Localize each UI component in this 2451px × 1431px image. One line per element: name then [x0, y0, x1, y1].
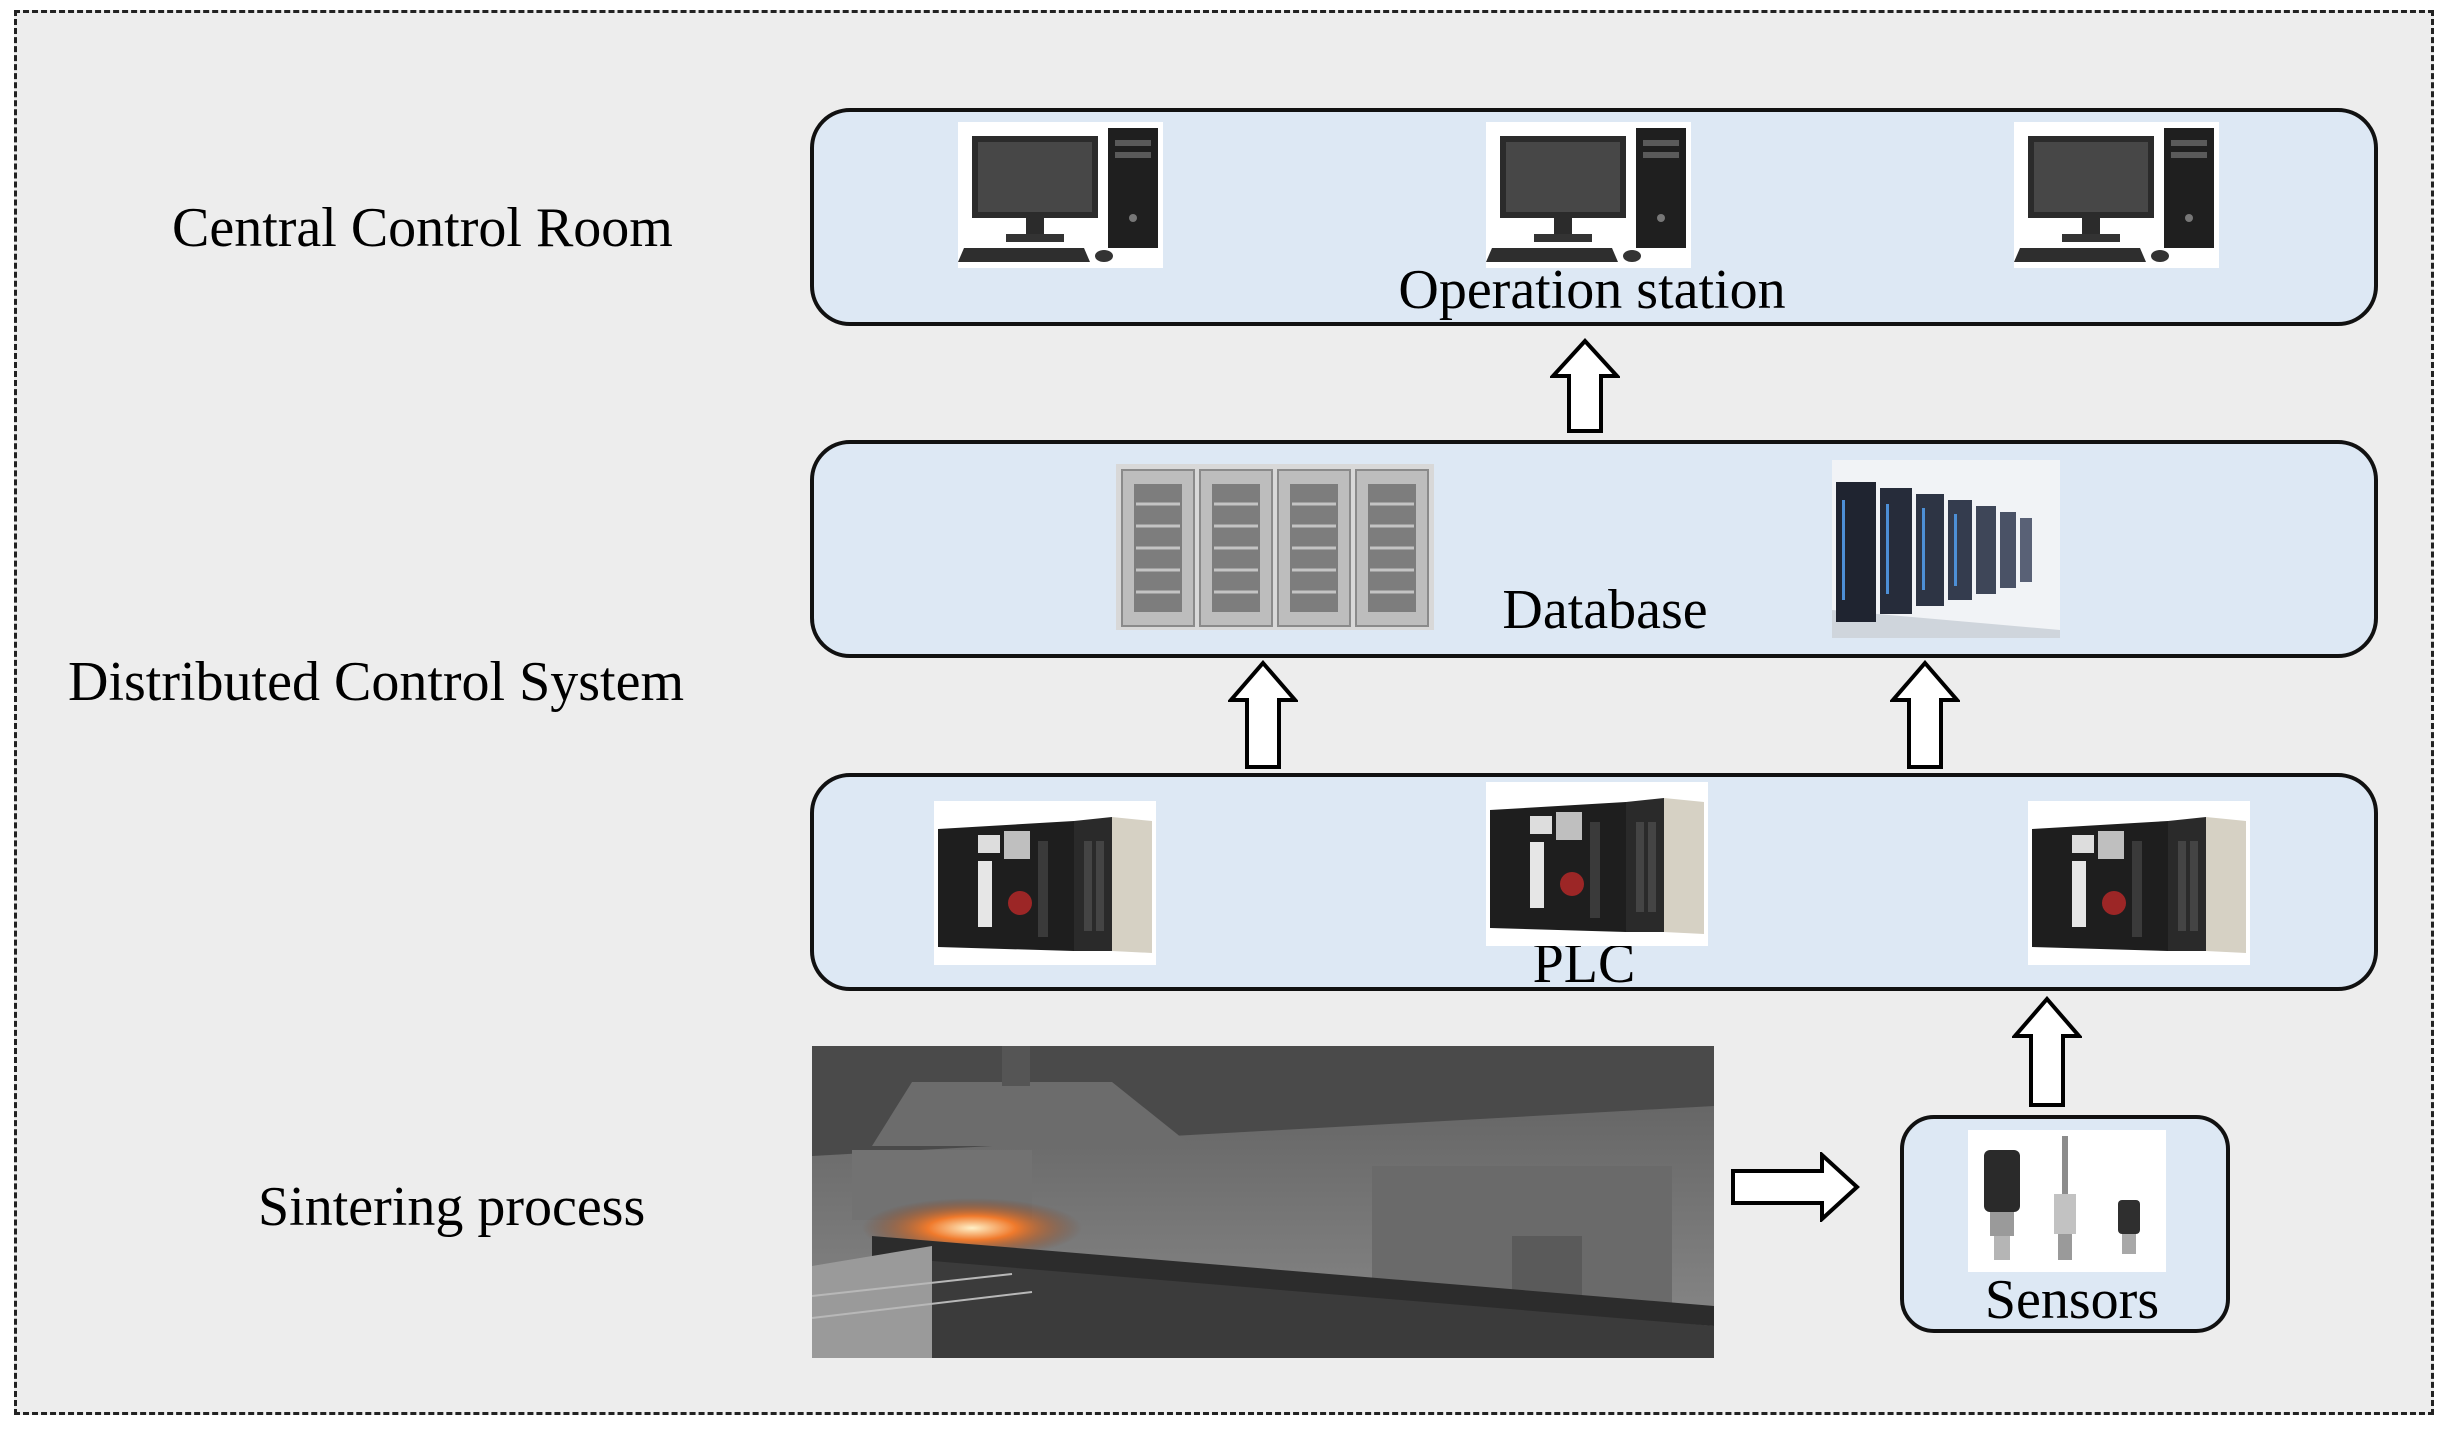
tier-label-distributed-control-system: Distributed Control System: [68, 651, 684, 713]
server-rack-icon: [1832, 460, 2060, 638]
plc-module-icon: [1486, 782, 1708, 946]
sintering-machine-photo: [812, 1046, 1714, 1358]
hollow-arrow-icon: [1731, 1152, 1860, 1222]
tier-label-central-control-room: Central Control Room: [172, 197, 673, 259]
tier-label-sintering-process: Sintering process: [258, 1176, 646, 1238]
desktop-computer-icon: [1486, 122, 1691, 268]
desktop-computer-icon: [958, 122, 1163, 268]
hollow-arrow-icon: [1228, 660, 1298, 769]
sensors-label: Sensors: [1984, 1269, 2160, 1331]
hollow-arrow-icon: [1550, 338, 1620, 433]
pressure-sensor-icon: [1968, 1130, 2166, 1272]
plc-module-icon: [2028, 801, 2250, 965]
database-label: Database: [1502, 579, 1708, 641]
database-panel: [810, 440, 2378, 658]
plc-module-icon: [934, 801, 1156, 965]
desktop-computer-icon: [2014, 122, 2219, 268]
hollow-arrow-icon: [1890, 660, 1960, 769]
control-cabinet-icon: [1116, 464, 1434, 630]
hollow-arrow-icon: [2012, 996, 2082, 1107]
operation-station-label: Operation station: [1398, 259, 1786, 321]
